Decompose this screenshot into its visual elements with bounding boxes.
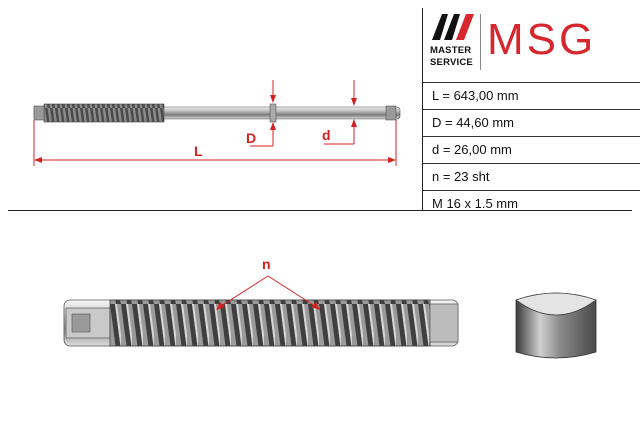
rack-closeup-drawing bbox=[63, 275, 597, 359]
tooth-count-label: n bbox=[262, 256, 271, 272]
length-label: L bbox=[194, 143, 203, 159]
small-diameter-dimension bbox=[324, 80, 357, 145]
rack-shaft-large bbox=[63, 299, 459, 347]
spec-tooth-count: n = 23 sht bbox=[422, 163, 640, 190]
company-name-line1: MASTER bbox=[430, 45, 472, 56]
length-dimension bbox=[33, 120, 397, 166]
big-diameter-label: D bbox=[246, 130, 257, 146]
specs-table: L = 643,00 mm D = 44,60 mm d = 26,00 mm … bbox=[422, 82, 640, 217]
horizontal-divider bbox=[8, 210, 632, 211]
msg-logo: MSG bbox=[487, 15, 597, 64]
spec-big-diameter: D = 44,60 mm bbox=[422, 109, 640, 136]
rack-overview-drawing bbox=[33, 80, 401, 166]
spec-thread: M 16 x 1.5 mm bbox=[422, 190, 640, 217]
tooth-count-annotation bbox=[216, 275, 320, 310]
spec-length: L = 643,00 mm bbox=[422, 82, 640, 109]
logo-divider bbox=[480, 14, 481, 70]
big-diameter-dimension bbox=[250, 80, 276, 147]
small-diameter-label: d bbox=[322, 127, 331, 143]
master-service-mark-icon bbox=[432, 14, 474, 40]
spec-small-diameter: d = 26,00 mm bbox=[422, 136, 640, 163]
bushing-part bbox=[515, 292, 597, 359]
company-name-line2: SERVICE bbox=[430, 57, 473, 68]
rack-shaft-small bbox=[33, 103, 401, 123]
